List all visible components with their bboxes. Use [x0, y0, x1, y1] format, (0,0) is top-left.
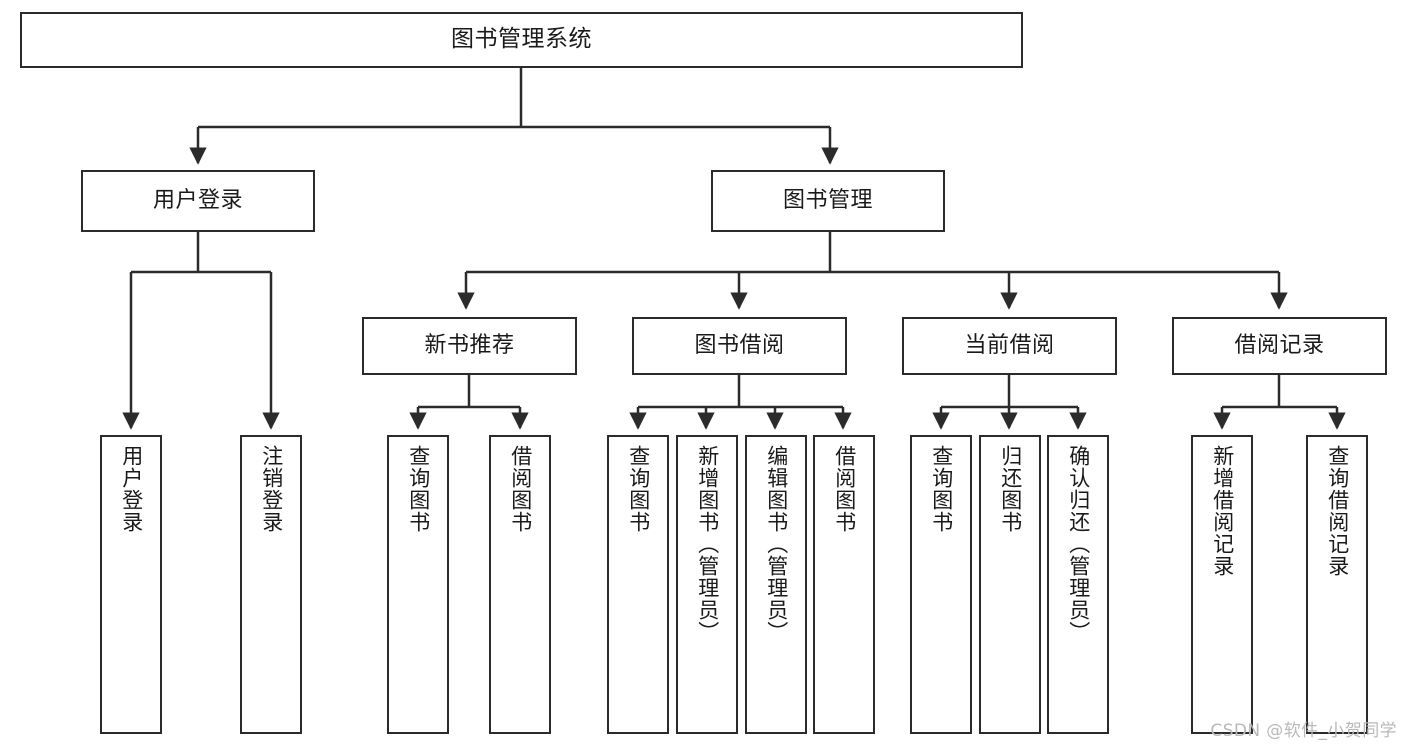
- node-label: 查询图书: [626, 445, 651, 533]
- node-leaf-edit-book-admin[interactable]: 编辑图书（管理员）: [745, 435, 807, 734]
- node-leaf-confirm-return-admin[interactable]: 确认归还（管理员）: [1047, 435, 1109, 734]
- node-leaf-logout[interactable]: 注销登录: [240, 435, 302, 734]
- node-borrow-record[interactable]: 借阅记录: [1172, 317, 1387, 375]
- node-label: 用户登录: [119, 445, 144, 533]
- node-label: 新增图书（管理员）: [695, 445, 720, 643]
- node-book-management[interactable]: 图书管理: [711, 170, 945, 232]
- node-leaf-query-book-current[interactable]: 查询图书: [910, 435, 972, 734]
- node-label: 新增借阅记录: [1210, 445, 1235, 577]
- node-book-borrow[interactable]: 图书借阅: [632, 317, 847, 375]
- node-label: 图书借阅: [694, 333, 785, 359]
- node-label: 新书推荐: [424, 333, 515, 359]
- node-label: 借阅图书: [832, 445, 857, 533]
- node-label: 查询借阅记录: [1325, 445, 1350, 577]
- node-current-borrow[interactable]: 当前借阅: [902, 317, 1117, 375]
- node-label: 查询图书: [929, 445, 954, 533]
- node-new-book-recommend[interactable]: 新书推荐: [362, 317, 577, 375]
- node-label: 归还图书: [998, 445, 1023, 533]
- node-label: 确认归还（管理员）: [1066, 445, 1091, 643]
- node-label: 查询图书: [406, 445, 431, 533]
- node-leaf-borrow-book-recommend[interactable]: 借阅图书: [489, 435, 551, 734]
- node-leaf-add-book-admin[interactable]: 新增图书（管理员）: [676, 435, 738, 734]
- node-leaf-query-borrow-record[interactable]: 查询借阅记录: [1306, 435, 1368, 734]
- node-label: 用户登录: [152, 188, 243, 214]
- csdn-watermark: CSDN @软件_小贺同学: [1210, 721, 1397, 741]
- node-label: 借阅记录: [1234, 333, 1325, 359]
- node-user-login[interactable]: 用户登录: [81, 170, 315, 232]
- node-leaf-user-login[interactable]: 用户登录: [100, 435, 162, 734]
- node-label: 借阅图书: [508, 445, 533, 533]
- node-leaf-query-book-borrow[interactable]: 查询图书: [607, 435, 669, 734]
- node-label: 图书管理系统: [451, 26, 592, 53]
- node-leaf-return-book[interactable]: 归还图书: [979, 435, 1041, 734]
- node-leaf-query-book-recommend[interactable]: 查询图书: [387, 435, 449, 734]
- node-root-book-management-system[interactable]: 图书管理系统: [20, 12, 1023, 68]
- node-leaf-borrow-book[interactable]: 借阅图书: [813, 435, 875, 734]
- node-label: 当前借阅: [964, 333, 1055, 359]
- node-leaf-add-borrow-record[interactable]: 新增借阅记录: [1191, 435, 1253, 734]
- node-label: 编辑图书（管理员）: [764, 445, 789, 643]
- node-label: 注销登录: [259, 445, 284, 533]
- node-label: 图书管理: [782, 188, 873, 214]
